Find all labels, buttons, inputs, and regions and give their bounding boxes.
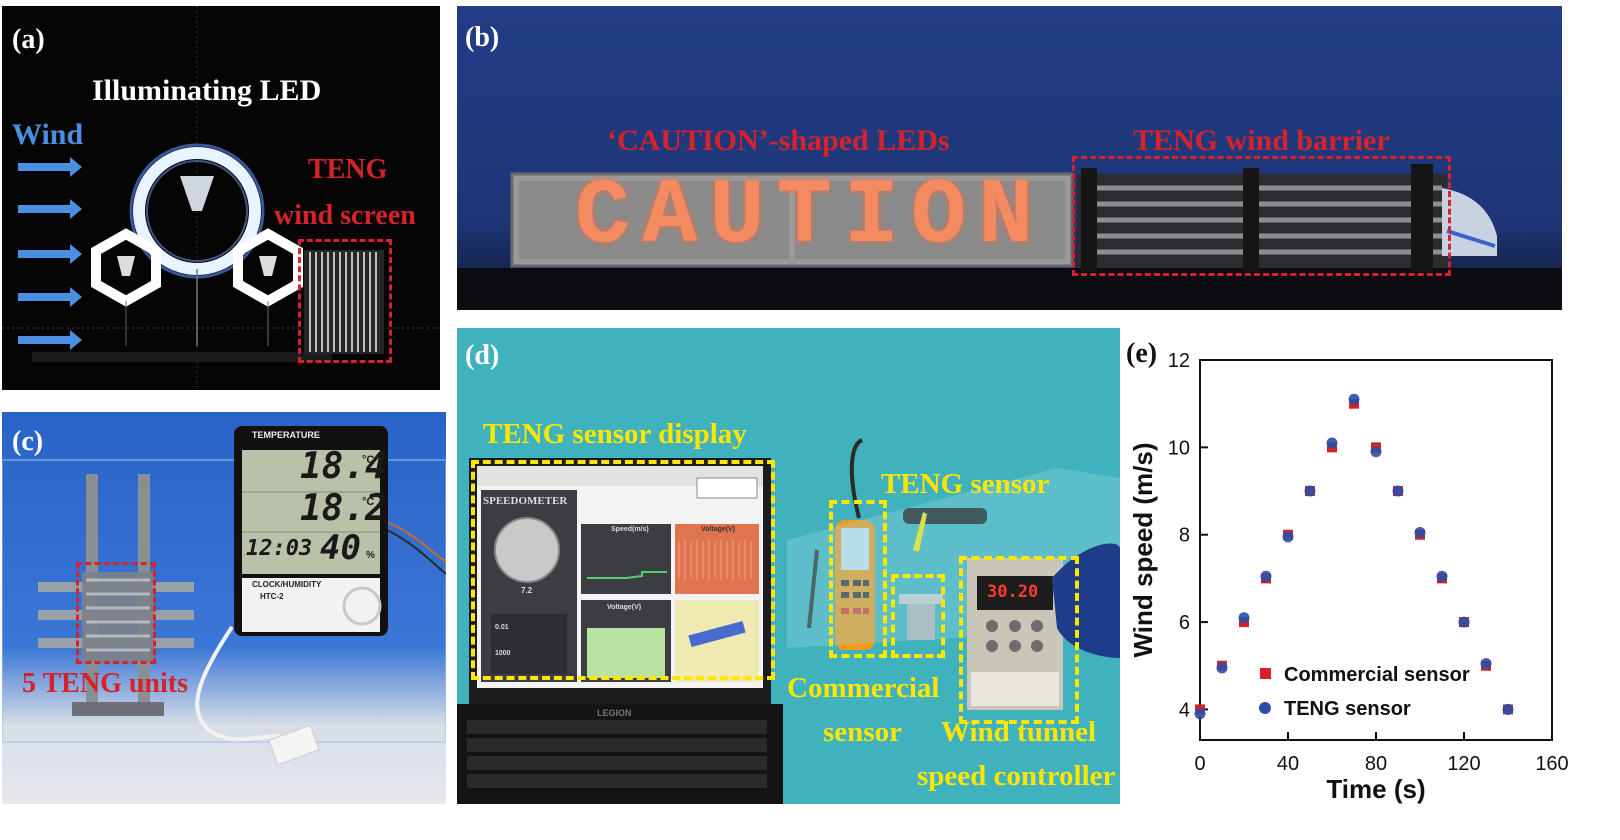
y-tick-label: 8 bbox=[1179, 525, 1190, 547]
legend-marker-teng bbox=[1259, 702, 1271, 714]
thermo-hygrometer bbox=[234, 426, 388, 636]
panel-a: (a) Illuminating LED Wind TENG wind scre… bbox=[2, 6, 440, 390]
commercial-sensor bbox=[807, 438, 875, 650]
data-point-teng bbox=[1238, 612, 1250, 624]
data-point-teng bbox=[1194, 708, 1206, 720]
panel-c: TEMPERATURE 18.4 °C 18.2 °C 12:03 40 % C… bbox=[2, 412, 446, 804]
wind-screen-caption-2: wind screen bbox=[274, 200, 416, 231]
plot1-title: Speed(m/s) bbox=[611, 526, 649, 533]
panel-b-label: (b) bbox=[465, 22, 500, 53]
commercial-caption-2: sensor bbox=[823, 716, 902, 748]
x-tick-label: 0 bbox=[1194, 753, 1205, 775]
wind-speed-chart: Wind speed (m/s) Time (s) 0 40 80 120 160 4 6 8… bbox=[1128, 350, 1569, 804]
x-tick-label: 160 bbox=[1535, 753, 1568, 775]
legend-label: TENG sensor bbox=[1284, 698, 1411, 720]
controller-display: 30.20 bbox=[987, 582, 1039, 602]
teng-sensor-box bbox=[891, 574, 945, 658]
meter-header: TEMPERATURE bbox=[252, 430, 320, 440]
controller-caption-1: Wind tunnel bbox=[941, 716, 1097, 748]
plot3-title: Voltage(V) bbox=[607, 604, 642, 611]
data-point-teng bbox=[1304, 485, 1316, 497]
data-point-teng bbox=[1282, 531, 1294, 543]
wind-tunnel-controller bbox=[967, 543, 1120, 710]
gauge-value: 7.2 bbox=[521, 586, 533, 595]
caution-led-text: CAUTION bbox=[575, 164, 1046, 269]
laptop-brand: LEGION bbox=[597, 708, 632, 718]
wind-screen-box bbox=[298, 239, 392, 363]
legend-marker-commercial bbox=[1260, 668, 1271, 679]
y-tick-label: 4 bbox=[1179, 699, 1190, 721]
data-point-teng bbox=[1502, 703, 1514, 715]
legend-label: Commercial sensor bbox=[1284, 664, 1470, 686]
wind-screen-caption-1: TENG bbox=[308, 154, 388, 185]
data-point-teng bbox=[1414, 527, 1426, 539]
meter-temp1: 18.4 bbox=[300, 446, 387, 487]
laptop bbox=[457, 458, 783, 804]
barrier-box bbox=[1072, 156, 1451, 276]
meter-unit2: °C bbox=[362, 496, 375, 508]
panel-d: SPEEDOMETER 7.2 Speed(m/s) Voltage(V) Vo… bbox=[457, 328, 1120, 804]
teng-sensor-caption: TENG sensor bbox=[881, 468, 1050, 500]
teng-units-box bbox=[76, 562, 156, 664]
data-point-teng bbox=[1458, 616, 1470, 628]
data-point-teng bbox=[1480, 658, 1492, 670]
x-tick-label: 80 bbox=[1365, 753, 1387, 775]
panel-e-label: (e) bbox=[1126, 338, 1158, 369]
data-point-teng bbox=[1216, 662, 1228, 674]
display-box bbox=[471, 460, 775, 680]
panel-b: CAUTION (b) ‘CAUTION’-shaped LEDs TENG w… bbox=[457, 6, 1562, 310]
panel-c-scene bbox=[2, 426, 446, 766]
display-caption: TENG sensor display bbox=[483, 418, 747, 450]
data-point-teng bbox=[1260, 570, 1272, 582]
data-point-teng bbox=[1370, 446, 1382, 458]
meter-time: 12:03 bbox=[246, 536, 313, 561]
y-axis-label: Wind speed (m/s) bbox=[1128, 442, 1158, 657]
panel-e: (e) Wind speed (m/s) Time (s) 0 40 80 120 16… bbox=[1120, 328, 1618, 810]
y-tick-label: 6 bbox=[1179, 612, 1190, 634]
panel-d-scene bbox=[457, 438, 1120, 804]
field1: 0.01 bbox=[495, 624, 509, 631]
data-point-teng bbox=[1348, 393, 1360, 405]
meter-humidity: 40 bbox=[320, 528, 361, 568]
barrier-caption: TENG wind barrier bbox=[1133, 124, 1390, 157]
meter-model: HTC-2 bbox=[260, 592, 284, 601]
field2: 1000 bbox=[495, 650, 511, 657]
wind-arrows bbox=[18, 157, 82, 350]
x-tick-label: 40 bbox=[1277, 753, 1299, 775]
wind-label: Wind bbox=[12, 118, 84, 151]
teng-wind-screen bbox=[304, 250, 384, 354]
panel-d-label: (d) bbox=[465, 340, 500, 371]
meter-footer: CLOCK/HUMIDITY bbox=[252, 580, 322, 589]
x-axis-label: Time (s) bbox=[1326, 774, 1425, 804]
plot2-title: Voltage(V) bbox=[701, 526, 736, 533]
meter-unit-pct: % bbox=[366, 550, 375, 561]
commercial-caption-1: Commercial bbox=[787, 672, 940, 704]
teng-units-caption: 5 TENG units bbox=[22, 668, 188, 699]
x-tick-label: 120 bbox=[1447, 753, 1480, 775]
teng-barrier bbox=[1077, 164, 1497, 272]
panel-a-label: (a) bbox=[12, 24, 45, 55]
data-point-teng bbox=[1326, 437, 1338, 449]
controller-box bbox=[959, 556, 1079, 724]
panel-c-label: (c) bbox=[12, 426, 44, 457]
y-tick-label: 12 bbox=[1168, 350, 1190, 372]
y-tick-label: 10 bbox=[1168, 437, 1190, 459]
controller-caption-2: speed controller bbox=[917, 760, 1116, 792]
commercial-sensor-box bbox=[829, 500, 887, 658]
meter-temp2: 18.2 bbox=[300, 488, 387, 529]
screen-title: SPEEDOMETER bbox=[483, 495, 568, 507]
meter-unit1: °C bbox=[362, 454, 375, 466]
data-point-teng bbox=[1436, 570, 1448, 582]
data-point-teng bbox=[1392, 485, 1404, 497]
caution-caption: ‘CAUTION’-shaped LEDs bbox=[607, 124, 950, 157]
panel-a-title: Illuminating LED bbox=[92, 74, 322, 107]
